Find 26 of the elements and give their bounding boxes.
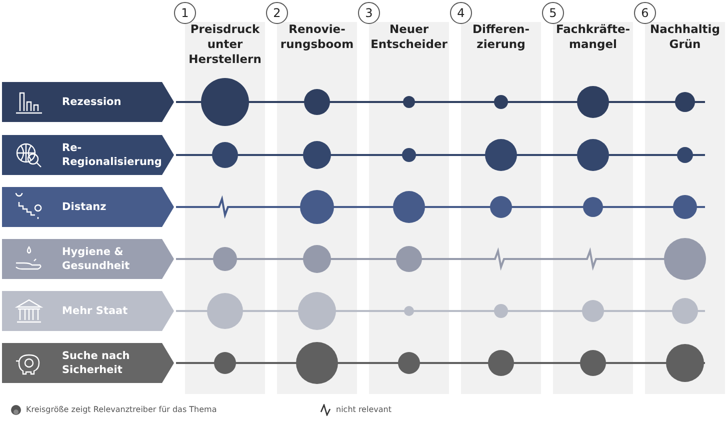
topic-label: Distanz <box>62 200 108 214</box>
topic-arrow-band <box>2 343 174 383</box>
topic-arrow-band <box>2 135 174 175</box>
topic-label: Suche nach Sicherheit <box>62 349 131 377</box>
topic-arrow-band <box>2 187 174 227</box>
column-heading: Differen- zierung <box>471 22 531 52</box>
number-circle: 6 <box>634 2 656 24</box>
topic-arrow-band <box>2 82 174 122</box>
topic-arrow-band <box>2 291 174 331</box>
legend-text: nicht relevant <box>336 405 392 414</box>
number-circle: 3 <box>358 2 380 24</box>
column-heading: Preisdruck unter Herstellern <box>188 22 262 67</box>
column-heading: Fachkräfte- mangel <box>554 22 632 52</box>
number-circle: 2 <box>266 2 288 24</box>
number-circle: 1 <box>174 2 196 24</box>
number-circle: 4 <box>450 2 472 24</box>
topic-label: Mehr Staat <box>62 304 129 318</box>
legend-text: Kreisgröße zeigt Relevanztreiber für das Thema <box>26 405 217 414</box>
number-circle: 5 <box>542 2 564 24</box>
column-heading: Renovie- rungsboom <box>279 22 355 52</box>
column-heading: Nachhaltig Grün <box>649 22 721 52</box>
column-heading: Neuer Entscheider <box>370 22 448 52</box>
topic-label: Hygiene & Gesundheit <box>62 245 131 273</box>
topic-arrow-band <box>2 239 174 279</box>
topic-label: Rezession <box>62 95 122 109</box>
topic-label: Re- Regionalisierung <box>62 141 163 169</box>
